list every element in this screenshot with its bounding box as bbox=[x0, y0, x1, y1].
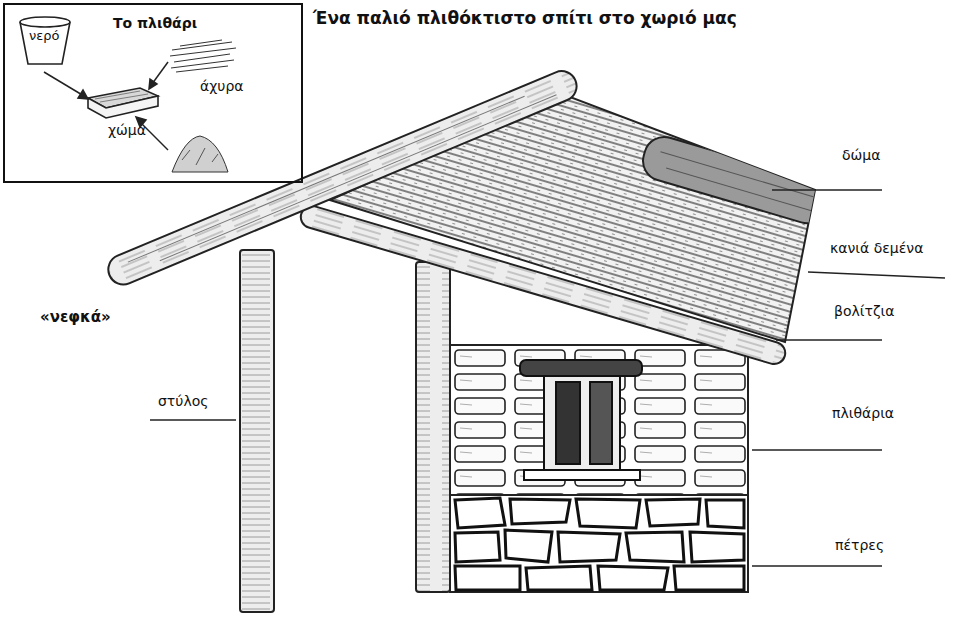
part-label: χώμα bbox=[108, 122, 146, 139]
bucket-icon bbox=[20, 17, 70, 64]
title: Ένα παλιό πλιθόκτιστο σπίτι στο χωριό μα… bbox=[313, 8, 737, 28]
part-label: βολίτζια bbox=[834, 303, 895, 320]
part-label: κανιά δεμένα bbox=[830, 240, 923, 257]
window bbox=[520, 360, 642, 480]
part-label: «νεφκά» bbox=[40, 308, 111, 326]
bucket-label: νερό bbox=[29, 28, 60, 44]
wall bbox=[450, 345, 748, 592]
part-label: στύλος bbox=[158, 393, 208, 410]
leader-line bbox=[150, 190, 945, 566]
part-label: δώμα bbox=[842, 147, 880, 164]
earth-roof bbox=[638, 132, 833, 228]
straw-icon bbox=[170, 40, 236, 72]
brick-icon bbox=[88, 88, 158, 118]
post bbox=[240, 250, 450, 612]
beam bbox=[298, 203, 788, 366]
part-label: πέτρες bbox=[835, 537, 884, 554]
part-label: άχυρα bbox=[200, 78, 244, 95]
part-label: πλιθάρια bbox=[832, 405, 894, 422]
beam bbox=[104, 67, 581, 290]
soil-icon bbox=[172, 136, 228, 172]
inset-arrows bbox=[44, 62, 168, 150]
inset-heading: Το πλιθάρι bbox=[113, 15, 197, 32]
